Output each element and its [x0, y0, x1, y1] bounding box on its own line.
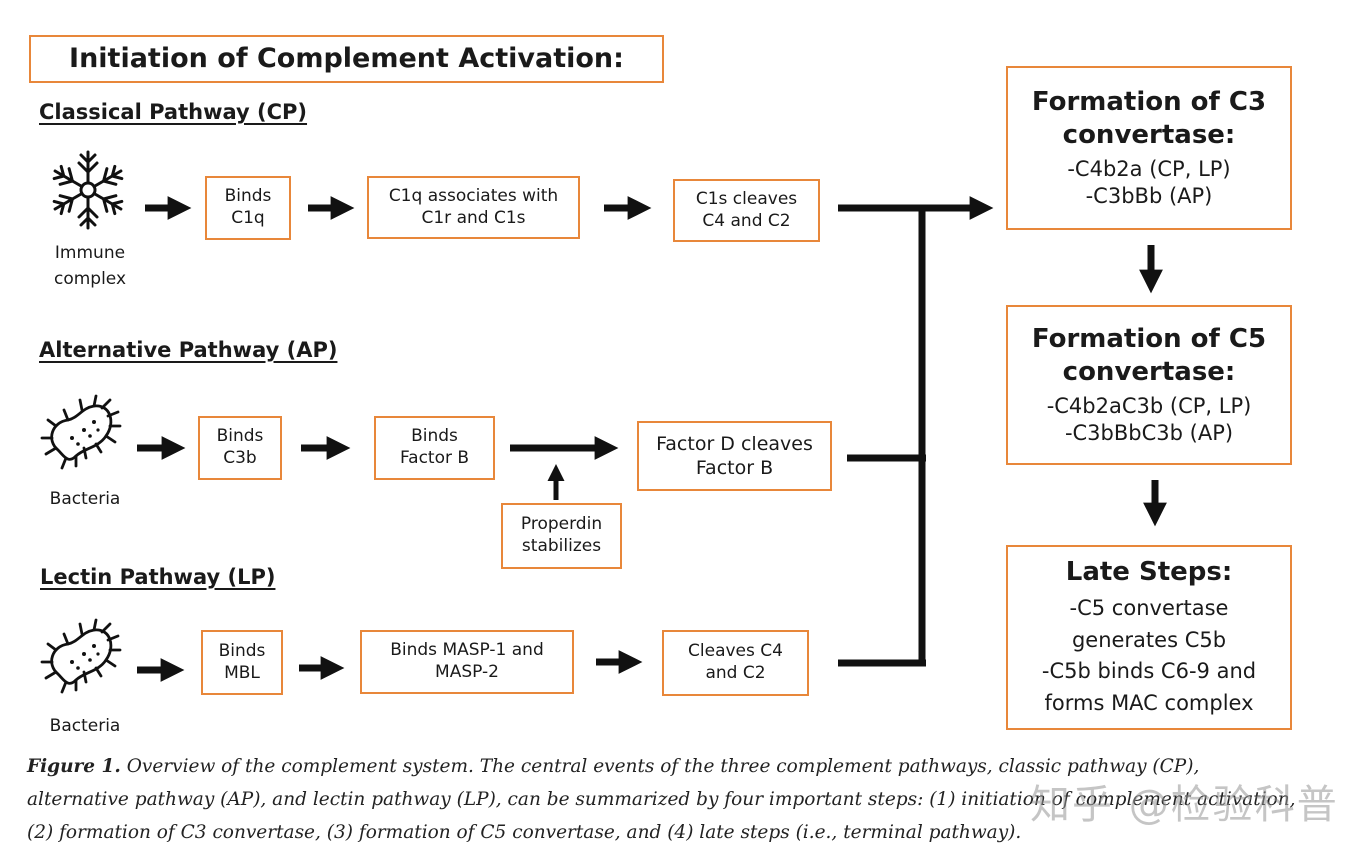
box-title: Formation of C5 — [1031, 323, 1267, 354]
box-line: -C4b2aC3b (CP, LP) — [1046, 394, 1252, 419]
properdin-box: Properdin stabilizes — [501, 503, 622, 569]
box-line: -C3bBb (AP) — [1085, 184, 1213, 209]
source-line: Bacteria — [49, 716, 121, 736]
step-text: C4 and C2 — [702, 210, 791, 231]
box-title: convertase: — [1062, 120, 1236, 151]
bacteria-icon — [40, 394, 122, 470]
source-line: Bacteria — [49, 489, 121, 509]
figure-caption: Figure 1. Overview of the complement sys… — [27, 750, 1307, 849]
step-text: C1q — [231, 208, 265, 228]
box-line: -C5 convertase — [1069, 596, 1229, 621]
step-box-cp-1: Binds C1q — [205, 176, 291, 240]
late-steps-box: Late Steps: -C5 convertase generates C5b… — [1006, 545, 1292, 730]
box-line: -C5b binds C6-9 and — [1041, 659, 1257, 684]
step-text: C3b — [223, 448, 257, 468]
source-label-bacteria-lp: Bacteria — [35, 713, 135, 739]
step-box-ap-3: Factor D cleaves Factor B — [637, 421, 832, 491]
step-text: C1q associates with — [388, 185, 559, 206]
step-text: Factor B — [399, 448, 470, 468]
step-text: Binds — [216, 426, 264, 447]
step-text: Binds — [218, 640, 266, 661]
bacteria-icon — [40, 618, 122, 694]
heading-alternative-pathway: Alternative Pathway (AP) — [39, 338, 338, 362]
step-text: Factor D cleaves — [656, 432, 813, 455]
title-box: Initiation of Complement Activation: — [29, 35, 664, 83]
step-text: Cleaves C4 — [688, 641, 783, 662]
box-title: convertase: — [1062, 357, 1236, 388]
step-text: Factor B — [695, 457, 774, 479]
c5-convertase-box: Formation of C5 convertase: -C4b2aC3b (C… — [1006, 305, 1292, 465]
step-text: Binds MASP-1 and — [390, 640, 544, 661]
step-box-lp-1: Binds MBL — [201, 630, 283, 695]
watermark: 知乎 @检验科普 — [1030, 782, 1339, 828]
source-line: complex — [53, 269, 127, 290]
step-box-lp-2: Binds MASP-1 and MASP-2 — [360, 630, 574, 694]
step-text: Properdin — [520, 514, 603, 535]
step-box-cp-2: C1q associates with C1r and C1s — [367, 176, 580, 239]
c3-convertase-box: Formation of C3 convertase: -C4b2a (CP, … — [1006, 66, 1292, 230]
box-line: forms MAC complex — [1044, 690, 1254, 715]
box-title: Formation of C3 — [1031, 86, 1267, 117]
step-text: Binds — [224, 186, 272, 207]
step-box-cp-3: C1s cleaves C4 and C2 — [673, 179, 820, 242]
step-text: C1r and C1s — [421, 207, 526, 228]
step-box-ap-1: Binds C3b — [198, 416, 282, 480]
heading-classical-pathway: Classical Pathway (CP) — [39, 100, 308, 124]
step-text: MBL — [224, 662, 260, 683]
caption-label: Figure 1. — [27, 756, 121, 777]
box-title: Late Steps: — [1065, 556, 1233, 587]
source-line: Immune — [54, 243, 126, 263]
caption-text: Overview of the complement system. The c… — [27, 756, 1296, 843]
page-title: Initiation of Complement Activation: — [69, 42, 624, 74]
source-label-immune-complex: Immune complex — [40, 240, 140, 293]
step-box-ap-2: Binds Factor B — [374, 416, 495, 480]
step-text: stabilizes — [521, 536, 602, 556]
source-label-bacteria-ap: Bacteria — [35, 486, 135, 512]
box-line: generates C5b — [1071, 627, 1227, 652]
step-text: C1s cleaves — [695, 188, 798, 209]
step-text: MASP-2 — [435, 662, 499, 682]
box-line: -C3bBbC3b (AP) — [1064, 421, 1234, 446]
snowflake-icon — [49, 150, 127, 230]
step-text: Binds — [411, 426, 458, 447]
step-box-lp-3: Cleaves C4 and C2 — [662, 630, 809, 696]
box-line: -C4b2a (CP, LP) — [1067, 157, 1231, 182]
heading-lectin-pathway: Lectin Pathway (LP) — [40, 565, 276, 589]
step-text: and C2 — [705, 663, 766, 683]
